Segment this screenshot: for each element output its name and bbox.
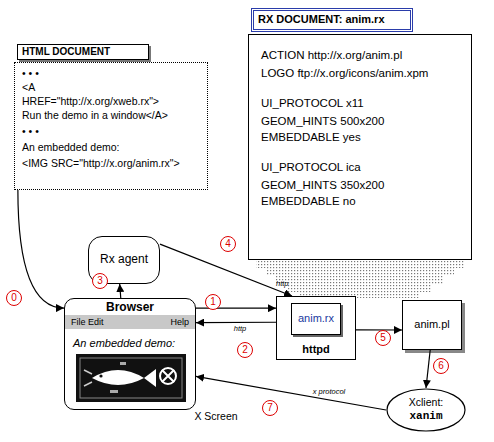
connector-arrow (196, 322, 276, 324)
callout-number: 3 (92, 273, 108, 289)
node-text: File Edit (71, 317, 104, 327)
node-text: Help (170, 317, 189, 327)
node-title: RX DOCUMENT: anim.rx (251, 8, 413, 32)
node-title: Browser (65, 301, 195, 315)
node-text: LOGO ftp://x.org/icons/anim.xpm (261, 67, 428, 80)
node-text: <A (22, 81, 35, 93)
node-text: HREF="http://x.org/xweb.rx"> (22, 95, 159, 107)
node-title: anim.rx (292, 312, 340, 325)
node-text: EMBEDDABLE no (261, 195, 356, 208)
node-title: anim.pl (403, 318, 461, 331)
connector-arrow (196, 376, 386, 410)
node-text: UI_PROTOCOL x11 (261, 97, 364, 110)
callout-number: 5 (375, 330, 391, 346)
browser-window: BrowserFile Edit Help An embedded demo: (64, 298, 196, 410)
stipple-shadow (256, 260, 464, 298)
callout-number: 7 (262, 400, 278, 416)
connector-arrow (120, 284, 121, 298)
node-text: An embedded demo: (22, 141, 119, 153)
node-text: Run the demo in a window</A> (22, 109, 168, 121)
document-box: HTML DOCUMENT• • •<AHREF="http://x.org/x… (14, 62, 208, 190)
edge-label: x protocol (313, 386, 346, 395)
client-ellipse: Xclient: xanim (386, 388, 466, 432)
callout-number: 2 (237, 342, 253, 358)
node-text: xanim (386, 410, 466, 423)
edge-label: http (234, 324, 247, 333)
node-text: • • • (22, 67, 39, 79)
server-box: httpd anim.rx (276, 296, 356, 360)
callout-number: 4 (220, 236, 236, 252)
node-text: UI_PROTOCOL ica (261, 161, 361, 174)
connector-arrow (18, 190, 64, 308)
node-text: GEOM_HINTS 500x200 (261, 115, 384, 128)
callout-number: 0 (6, 290, 22, 306)
node-text: <IMG SRC="http://x.org/anim.rx"> (22, 157, 180, 169)
node-title: HTML DOCUMENT (17, 44, 149, 60)
node-text: GEOM_HINTS 350x200 (261, 179, 384, 192)
callout-number: 6 (433, 358, 449, 374)
node-text: An embedded demo: (73, 337, 175, 350)
script-box: anim.pl (402, 300, 462, 350)
document-box: RX DOCUMENT: anim.rxACTION http://x.org/… (248, 34, 472, 260)
callout-number: 1 (205, 294, 221, 310)
connector-arrow (426, 350, 430, 388)
node-text: • • • (22, 125, 39, 137)
edge-label: http (276, 278, 289, 287)
node-text: EMBEDDABLE yes (261, 131, 361, 144)
file-box: anim.rx (291, 303, 341, 335)
node-title: Xclient: (386, 396, 466, 408)
node-title: httpd (277, 343, 355, 356)
node-title: Rx agent (89, 253, 159, 267)
node-text: ACTION http://x.org/anim.pl (261, 49, 402, 62)
screen-label: X Screen (194, 410, 238, 422)
